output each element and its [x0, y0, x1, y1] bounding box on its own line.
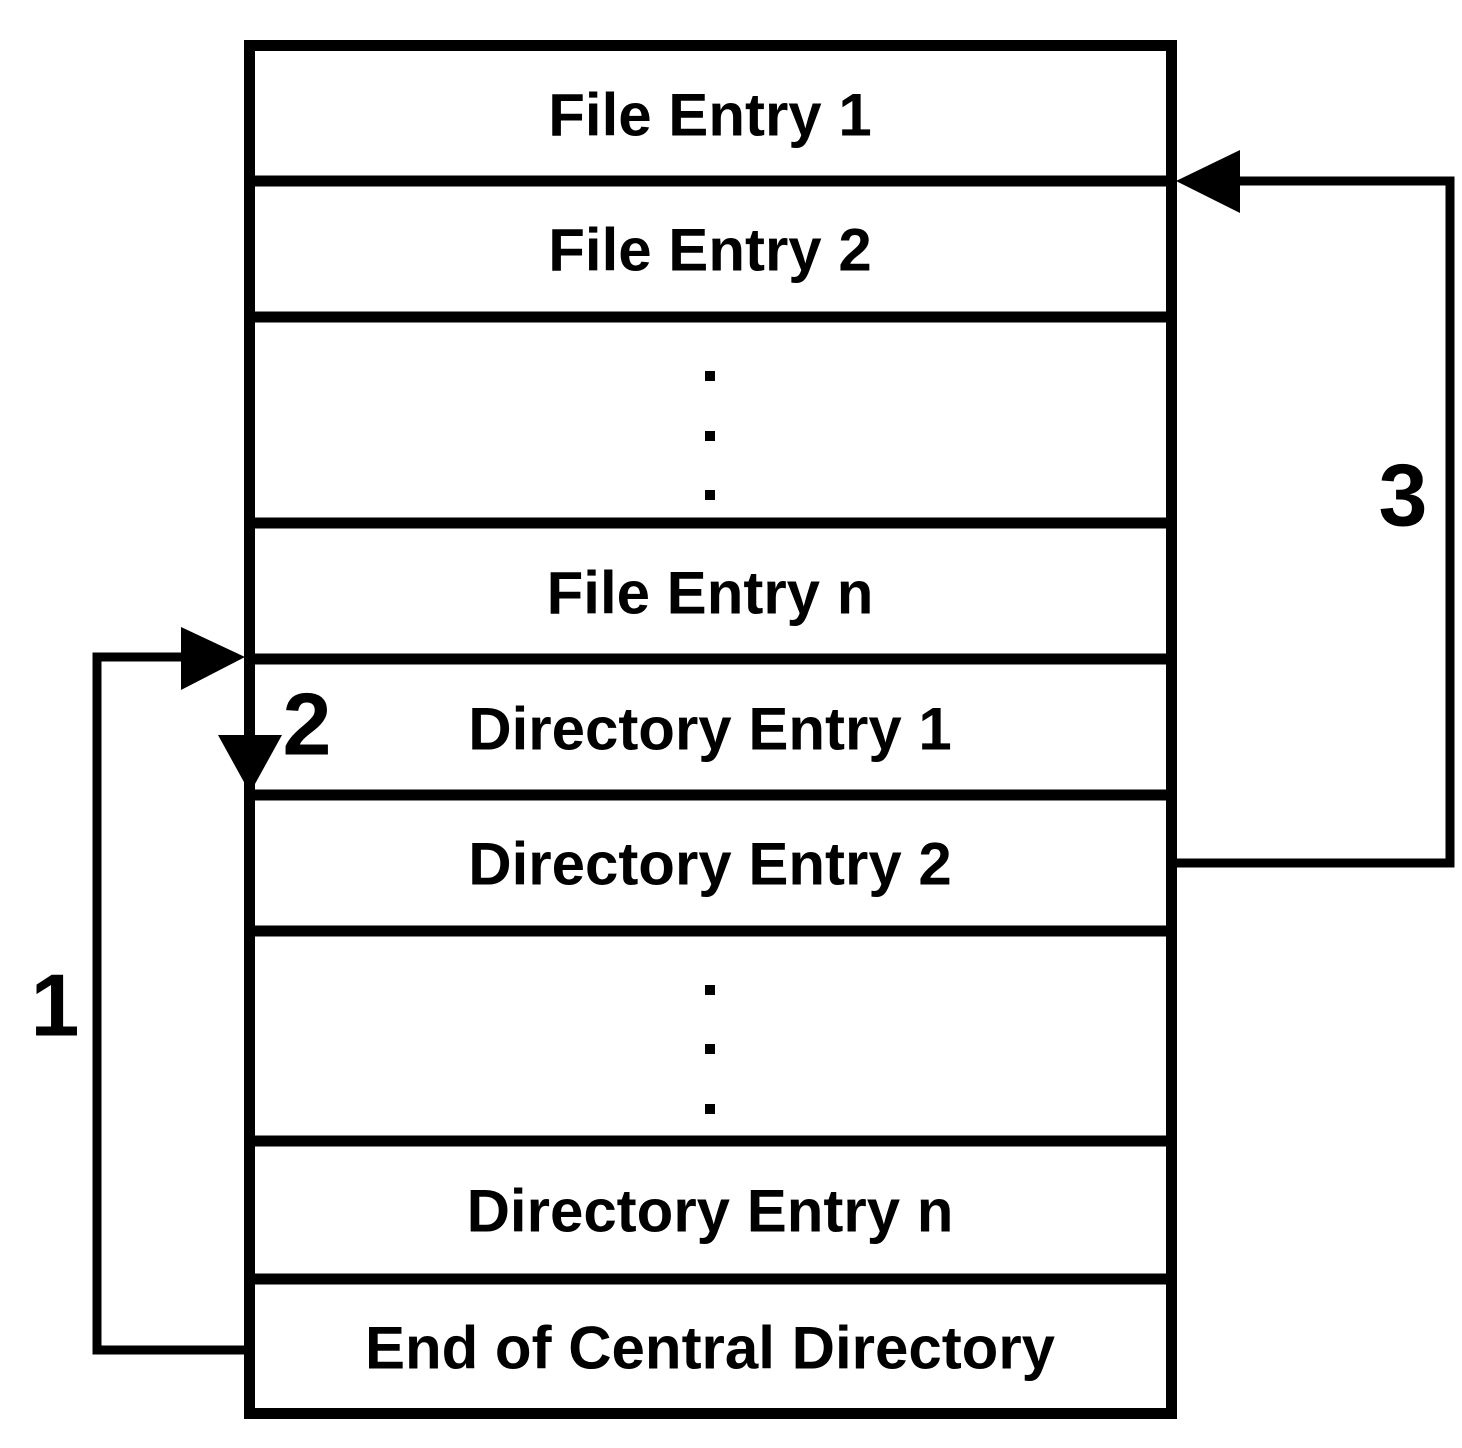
file-entry-n-label: File Entry n	[547, 560, 874, 627]
step-1-arrow	[92, 627, 247, 1355]
directory-entry-1-label: Directory Entry 1	[468, 696, 952, 763]
record-stack-frame	[244, 40, 1177, 1419]
file-entry-2-label: File Entry 2	[548, 217, 871, 284]
step-3-label: 3	[1379, 446, 1428, 545]
step-2-arrow	[218, 735, 282, 793]
end-of-central-directory-label: End of Central Directory	[365, 1315, 1056, 1382]
file-entry-1-label: File Entry 1	[548, 82, 871, 149]
step-2-label: 2	[283, 675, 332, 774]
directory-entry-n-label: Directory Entry n	[467, 1178, 954, 1245]
directory-entry-2-label: Directory Entry 2	[468, 831, 952, 898]
step-3-arrow	[1176, 150, 1455, 868]
directory-entries-ellipsis	[705, 985, 715, 1114]
file-entries-ellipsis	[705, 371, 715, 500]
step-1-label: 1	[31, 956, 80, 1055]
